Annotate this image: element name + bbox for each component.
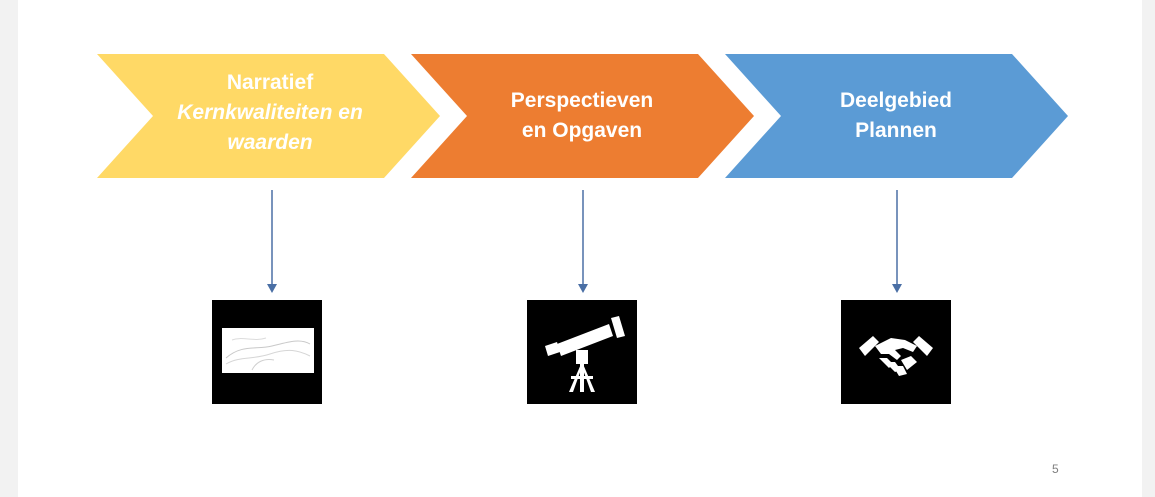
narratief-title: Narratief	[226, 71, 314, 94]
chevron-label-deelgebied: Deelgebied Plannen	[776, 86, 1016, 146]
page-number: 5	[1052, 462, 1059, 476]
connector-arrow-1	[267, 190, 277, 293]
connector-arrow-2	[578, 190, 588, 293]
telescope-icon	[527, 300, 637, 404]
landscape-sketch-icon	[212, 300, 322, 404]
deelgebied-line1: Deelgebied	[839, 89, 953, 112]
chevron-label-perspectieven: Perspectieven en Opgaven	[462, 86, 702, 146]
chevron-perspectieven	[411, 54, 754, 178]
chevron-deelgebied	[725, 54, 1068, 178]
deelgebied-line2: Plannen	[855, 119, 937, 142]
perspectieven-line1: Perspectieven	[510, 89, 654, 112]
handshake-icon	[841, 300, 951, 404]
chevron-narratief	[97, 54, 440, 178]
narratief-subtitle-line2: waarden	[227, 131, 313, 154]
chevron-label-narratief: Narratief Kernkwaliteiten en waarden	[150, 68, 390, 158]
connector-arrow-3	[892, 190, 902, 293]
perspectieven-line2: en Opgaven	[521, 119, 643, 142]
narratief-subtitle-line1: Kernkwaliteiten en	[177, 101, 363, 124]
